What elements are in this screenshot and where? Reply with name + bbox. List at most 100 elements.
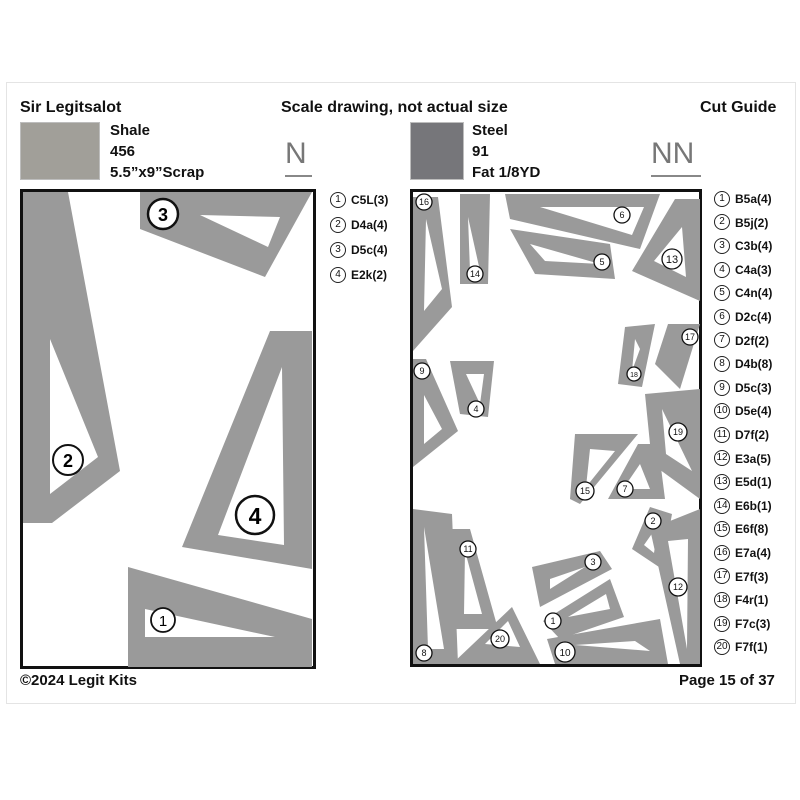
material-swatch-shale (20, 122, 100, 180)
material-size: 5.5”x9”Scrap (110, 164, 205, 181)
svg-text:3: 3 (158, 205, 168, 225)
legend-number: 5 (714, 285, 730, 302)
cut-piece (182, 331, 312, 569)
piece-label: 9 (419, 366, 424, 376)
legend-label: D5e(4) (735, 404, 772, 419)
material-code: 456 (110, 143, 136, 160)
piece-label-marker (668, 577, 688, 597)
material-name: Steel (472, 122, 508, 139)
piece-label-marker (584, 553, 602, 571)
cut-piece (632, 199, 700, 301)
legend-number: 3 (330, 241, 346, 258)
legend-label: C3b(4) (735, 238, 773, 253)
legend-number: 9 (714, 379, 730, 396)
legend-label: E3a(5) (735, 451, 772, 466)
piece-label-3: 3 (146, 197, 180, 231)
legend-number: 6 (714, 308, 730, 325)
legend-number: 17 (714, 568, 730, 585)
legend-label: F4r(1) (735, 592, 769, 607)
legend-number: 1 (714, 190, 730, 207)
piece-label-marker (613, 206, 631, 224)
page-number: Page 15 of 37 (679, 672, 775, 689)
cut-piece (413, 359, 458, 467)
piece-label: 13 (666, 254, 678, 266)
piece-label-marker (681, 328, 699, 346)
svg-text:4: 4 (249, 503, 262, 529)
piece-label: 15 (580, 486, 590, 496)
cut-piece (543, 579, 624, 639)
piece-label-marker (593, 253, 611, 271)
legend-item: 12 E3a(5) (714, 450, 771, 468)
legend-label: D7f(2) (735, 427, 770, 442)
legend-number: 19 (714, 615, 730, 632)
piece-label: 1 (550, 616, 555, 626)
legend-number: 12 (714, 450, 730, 467)
legend-item: 3 D5c(4) (330, 241, 388, 259)
legend-label: F7f(1) (735, 640, 768, 655)
legend-number: 3 (714, 237, 730, 254)
legend-label: D5c(4) (351, 242, 388, 257)
piece-label-marker (554, 641, 576, 663)
page-frame (6, 82, 796, 704)
cut-piece (140, 192, 312, 277)
piece-label: 2 (650, 516, 655, 526)
legend-number: 14 (714, 497, 730, 514)
legend-item: 5 C4n(4) (714, 284, 772, 302)
piece-label-2: 2 (52, 444, 84, 476)
designer-name: Sir Legitsalot (20, 99, 122, 116)
guide-title: Cut Guide (700, 99, 777, 116)
legend-label: E6f(8) (735, 522, 769, 537)
legend-label: D4a(4) (351, 217, 388, 232)
piece-label: 12 (673, 582, 683, 592)
piece-label: 20 (495, 634, 505, 644)
piece-label: 6 (619, 210, 624, 220)
piece-label-1: 1 (150, 607, 176, 633)
cut-piece (452, 607, 540, 664)
legend-item: 11 D7f(2) (714, 426, 769, 444)
piece-label-marker (413, 362, 431, 380)
legend-item: 3 C3b(4) (714, 237, 772, 255)
cut-piece (413, 197, 452, 351)
piece-label-marker (626, 366, 642, 382)
piece-label-marker (575, 481, 595, 501)
legend-number: 8 (714, 355, 730, 372)
legend-label: E2k(2) (351, 267, 388, 282)
scale-caption: Scale drawing, not actual size (281, 99, 508, 116)
piece-label-marker (415, 193, 433, 211)
piece-label-marker (616, 480, 634, 498)
piece-label-marker (668, 422, 688, 442)
legend-label: C4n(4) (735, 286, 773, 301)
cut-piece (413, 509, 458, 664)
legend-number: 20 (714, 639, 730, 656)
piece-label: 8 (421, 648, 426, 658)
svg-text:2: 2 (63, 451, 73, 471)
piece-label-marker (467, 400, 485, 418)
piece-label: 10 (559, 648, 571, 659)
piece-label-marker (490, 629, 510, 649)
legend-label: D2f(2) (735, 333, 770, 348)
piece-label: 7 (622, 484, 627, 494)
legend-label: B5j(2) (735, 215, 769, 230)
legend-number: 4 (714, 261, 730, 278)
legend-label: E5d(1) (735, 474, 772, 489)
cut-piece (547, 619, 668, 664)
cut-piece (505, 194, 660, 249)
cut-layout-panel-shale: 1 2 3 4 (20, 189, 316, 669)
cut-piece (460, 194, 490, 284)
piece-label-marker (644, 512, 662, 530)
legend-number: 11 (714, 426, 730, 443)
legend-number: 18 (714, 591, 730, 608)
legend-label: E7a(4) (735, 545, 772, 560)
copyright: ©2024 Legit Kits (20, 672, 137, 689)
